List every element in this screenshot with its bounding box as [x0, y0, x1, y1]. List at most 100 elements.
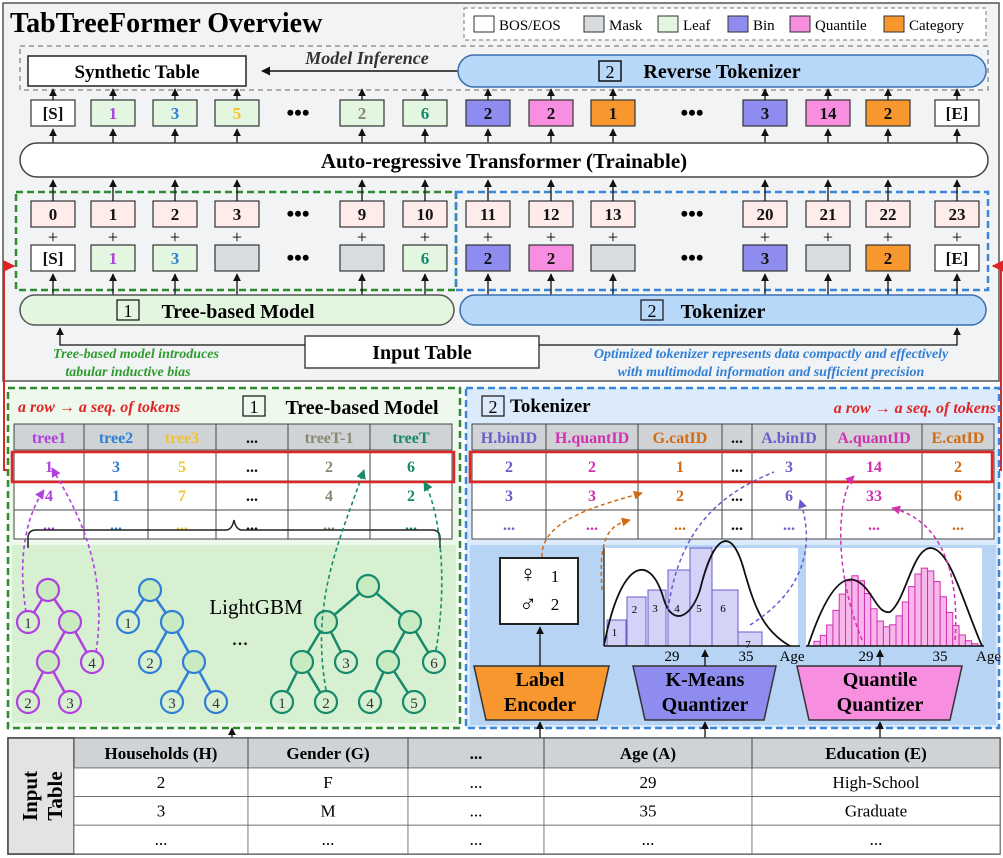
input-token-box-7 [465, 244, 511, 272]
input-cell-2-0 [73, 824, 249, 855]
tokenizer-num: 2 [648, 301, 657, 321]
kmeans-map-arrow-2 [749, 499, 808, 626]
quantile-axis-label: Age [976, 649, 1001, 665]
diagram-title: TabTreeFormer Overview [10, 8, 323, 39]
input-token-text-14: [E] [946, 249, 969, 268]
quantile-map-arrow-1 [840, 475, 863, 641]
gender-map-arrow-1 [541, 490, 643, 558]
tree-cell-2-3 [215, 509, 289, 540]
kmeans-bin-label-4: 5 [696, 603, 702, 615]
treeT-leaf-0: 3 [342, 656, 350, 672]
tree-value-0-0: 1 [45, 459, 53, 476]
tok-value-0-1: 2 [588, 459, 596, 476]
male-symbol: ♂ [519, 592, 537, 618]
input-value-2-3: ... [642, 830, 655, 849]
kmeans-tick-29: 29 [665, 649, 680, 665]
quantile-bar-20 [939, 596, 947, 647]
tok-cell-1-1 [545, 480, 639, 511]
tree-value-0-5: 6 [407, 459, 415, 476]
tree1-leaf-0: 1 [24, 616, 32, 632]
treeT-node-9 [357, 689, 383, 715]
input-token-box-2 [152, 244, 198, 272]
output-token-text-11: 3 [761, 104, 770, 123]
tree-value-1-3: ... [246, 488, 258, 505]
right-heading-num: 2 [489, 397, 498, 417]
output-token-text-8: 2 [547, 104, 556, 123]
tree1-leaf-3: 3 [66, 696, 74, 712]
treeT-leaf-4: 4 [366, 696, 374, 712]
tok-header-5: A.quantID [837, 430, 910, 447]
left-heading: Tree-based Model [285, 397, 439, 419]
input-token-text-13: 2 [884, 249, 893, 268]
tok-value-1-1: 3 [588, 488, 596, 505]
tree1-node-1 [15, 609, 41, 635]
tree-cell-0-1 [83, 451, 149, 482]
tree-model-num-box [116, 299, 140, 321]
tok-value-0-5: 14 [866, 459, 882, 476]
tree1-leaf-1: 4 [88, 656, 96, 672]
plus-sign-14: + [952, 227, 962, 247]
quantile-bar-21 [945, 611, 954, 647]
tree2-node-1 [115, 609, 141, 635]
treeT-node-8 [313, 689, 339, 715]
input-table-label-cell [7, 737, 75, 855]
tree-model-box [19, 294, 455, 326]
plus-sign-5: + [357, 227, 367, 247]
output-token-box-7 [465, 99, 511, 127]
input-token-text-8: 2 [547, 249, 556, 268]
output-token-ellipsis-10: ••• [680, 100, 703, 125]
transformer-box [19, 142, 989, 178]
tree-header-5: treeT [392, 430, 429, 447]
label-encoder-line1: Label [516, 669, 565, 691]
kmeans-bin-label-2: 3 [652, 603, 658, 615]
output-token-text-1: 1 [109, 104, 118, 123]
output-token-box-3 [214, 99, 260, 127]
tok-value-0-4: 3 [785, 459, 793, 476]
treeT-map-arrow-1 [320, 469, 366, 691]
quantile-bar-2 [826, 624, 834, 647]
right-heading: Tokenizer [510, 396, 591, 417]
tree1-node-5 [15, 689, 41, 715]
treeT-leaf-1: 6 [430, 656, 438, 672]
input-cell-2-4 [751, 824, 1001, 855]
tree2-leaf-1: 2 [146, 656, 154, 672]
tok-cell-1-5 [825, 480, 923, 511]
input-value-0-0: 2 [157, 773, 166, 792]
position-token-text-9: 13 [605, 205, 622, 224]
position-token-text-8: 12 [543, 205, 560, 224]
lightgbm-brace [27, 519, 441, 548]
tree-header-cell-5 [369, 423, 453, 451]
output-token-text-12: 14 [820, 104, 838, 123]
tree1-map-arrow-2 [51, 467, 100, 653]
reverse-tokenizer-num-box [598, 60, 622, 82]
tok-value-2-6: ... [952, 517, 964, 534]
treeT-node-10 [401, 689, 427, 715]
treeT-node-0 [355, 573, 381, 599]
input-token-box-5 [339, 244, 385, 272]
output-token-box-9 [590, 99, 636, 127]
input-value-1-4: Graduate [845, 802, 907, 821]
input-token-box-1 [90, 244, 136, 272]
quantile-bar-3 [832, 609, 840, 647]
tok-value-2-5: ... [868, 517, 880, 534]
input-cell-1-1 [247, 796, 409, 826]
treeT-node-5 [375, 649, 401, 675]
tree-cell-2-5 [369, 509, 453, 540]
quantile-tick-29: 29 [859, 649, 874, 665]
input-token-text-0: [S] [43, 249, 64, 268]
position-token-box-7 [465, 200, 511, 228]
legend-label-4: Quantile [815, 18, 867, 34]
treeT-node-4 [333, 649, 359, 675]
left-highlight-row [10, 450, 456, 484]
right-row-note: a row → a seq. of tokens [834, 400, 996, 417]
reverse-tokenizer-box [457, 54, 987, 88]
position-token-box-8 [528, 200, 574, 228]
legend-label-1: Mask [609, 18, 643, 34]
tree-value-1-1: 1 [112, 488, 120, 505]
input-value-0-4: High-School [833, 773, 920, 792]
position-token-text-2: 2 [171, 205, 180, 224]
treeT-leaf-3: 2 [322, 696, 330, 712]
tree-header-3: ... [246, 430, 258, 447]
